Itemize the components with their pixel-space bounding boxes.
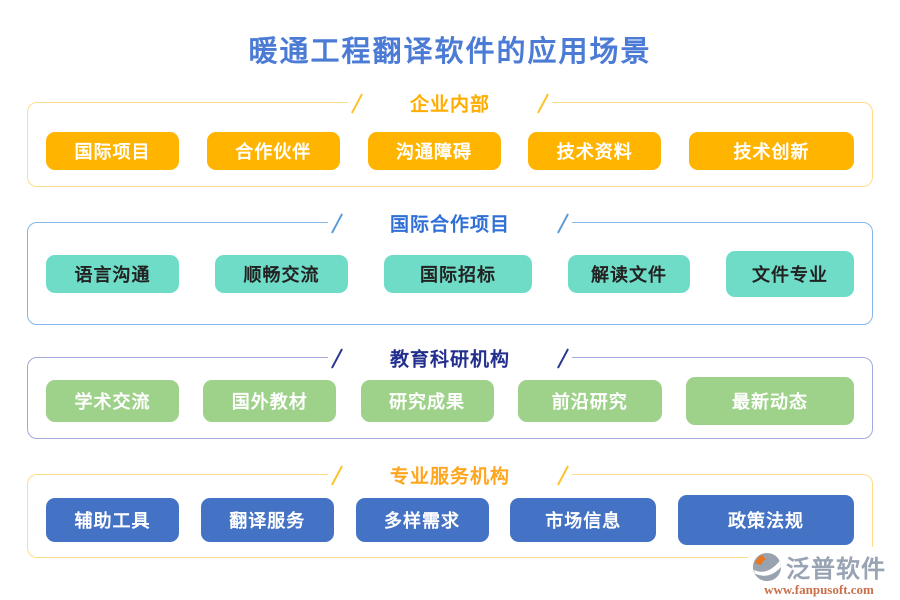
section-header: 国际合作项目 <box>327 209 573 237</box>
section-title: 教育科研机构 <box>389 349 511 371</box>
scenario-button[interactable]: 最新动态 <box>686 377 854 425</box>
section-title: 专业服务机构 <box>389 466 511 488</box>
scenario-button[interactable]: 市场信息 <box>510 498 657 542</box>
button-row: 语言沟通 顺畅交流 国际招标 解读文件 文件专业 <box>28 223 872 324</box>
scenario-button[interactable]: 国外教材 <box>203 380 337 422</box>
slash-icon <box>350 92 364 114</box>
brand-url: www.fanpusoft.com <box>764 582 874 597</box>
scenario-button[interactable]: 解读文件 <box>568 254 690 293</box>
scenario-button[interactable]: 辅助工具 <box>46 498 179 542</box>
brand-footer: 泛普软件 www.fanpusoft.com <box>748 547 890 598</box>
slash-icon <box>556 464 570 486</box>
scenario-button[interactable]: 学术交流 <box>46 380 179 422</box>
brand-row: 泛普软件 <box>752 549 886 584</box>
slash-icon <box>330 212 344 234</box>
sections-container: 企业内部 国际项目 合作伙伴 沟通障碍 技术资料 技术创新 国际合作项目 语言沟… <box>0 89 900 558</box>
scenario-button[interactable]: 顺畅交流 <box>215 254 348 293</box>
section-professional-services: 专业服务机构 辅助工具 翻译服务 多样需求 市场信息 政策法规 <box>27 461 873 558</box>
section-title: 国际合作项目 <box>389 214 511 236</box>
section-header: 企业内部 <box>347 89 553 117</box>
button-row: 国际项目 合作伙伴 沟通障碍 技术资料 技术创新 <box>28 103 872 186</box>
scenario-button[interactable]: 合作伙伴 <box>206 131 340 170</box>
button-row: 学术交流 国外教材 研究成果 前沿研究 最新动态 <box>28 358 872 438</box>
slash-icon <box>330 464 344 486</box>
page-title: 暖通工程翻译软件的应用场景 <box>248 36 652 68</box>
slash-icon <box>536 92 550 114</box>
section-education-research: 教育科研机构 学术交流 国外教材 研究成果 前沿研究 最新动态 <box>27 344 873 439</box>
slash-icon <box>556 347 570 369</box>
scenario-button[interactable]: 文件专业 <box>726 250 854 297</box>
scenario-button[interactable]: 技术资料 <box>528 131 662 170</box>
scenario-button[interactable]: 政策法规 <box>678 495 854 545</box>
fanpu-logo-icon <box>752 552 782 581</box>
button-row: 辅助工具 翻译服务 多样需求 市场信息 政策法规 <box>28 475 872 557</box>
scenario-button[interactable]: 多样需求 <box>355 498 489 542</box>
slash-icon <box>556 212 570 234</box>
scenario-button[interactable]: 沟通障碍 <box>367 131 501 170</box>
section-enterprise-internal: 企业内部 国际项目 合作伙伴 沟通障碍 技术资料 技术创新 <box>27 89 873 187</box>
section-international-cooperation: 国际合作项目 语言沟通 顺畅交流 国际招标 解读文件 文件专业 <box>27 209 873 325</box>
scenario-button[interactable]: 语言沟通 <box>46 254 179 293</box>
section-title: 企业内部 <box>409 94 491 116</box>
scenario-button[interactable]: 技术创新 <box>689 131 854 170</box>
brand-name: 泛普软件 <box>786 557 886 583</box>
scenario-button[interactable]: 国际项目 <box>46 131 179 170</box>
scenario-button[interactable]: 翻译服务 <box>200 498 334 542</box>
scenario-button[interactable]: 前沿研究 <box>517 380 662 422</box>
section-header: 教育科研机构 <box>327 344 573 372</box>
scenario-button[interactable]: 国际招标 <box>384 254 532 293</box>
section-header: 专业服务机构 <box>327 461 573 489</box>
scenario-button[interactable]: 研究成果 <box>360 380 494 422</box>
slash-icon <box>330 347 344 369</box>
